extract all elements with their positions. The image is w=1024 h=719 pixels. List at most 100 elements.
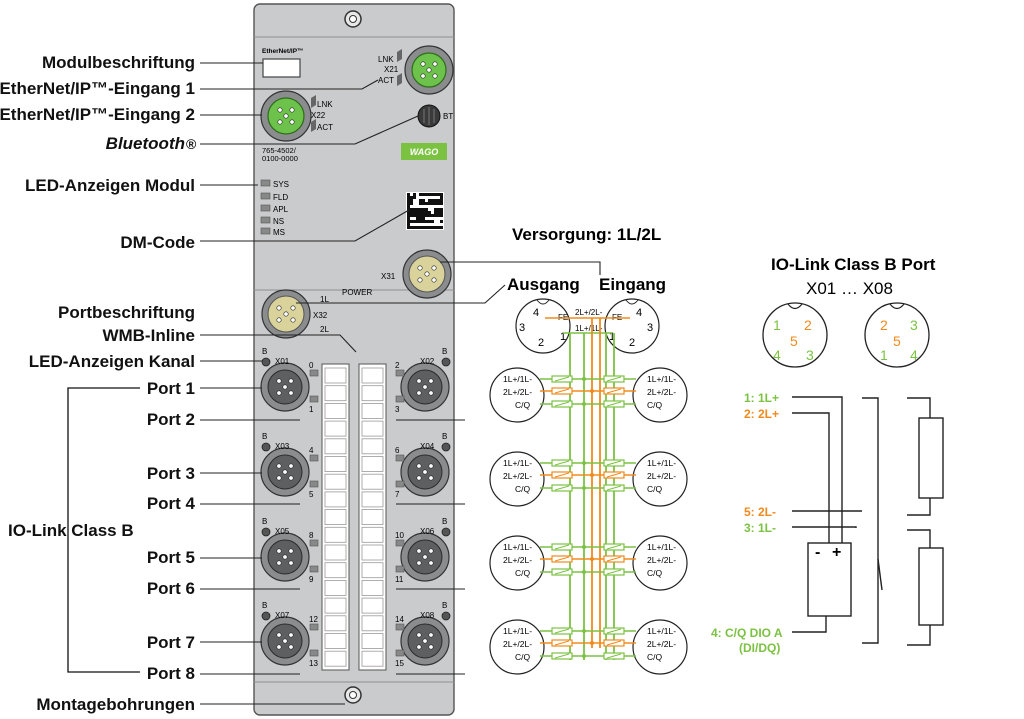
- x32-1l-label: 1L: [320, 295, 329, 304]
- svg-text:1: 1: [880, 347, 888, 363]
- port-label: X03: [275, 442, 290, 451]
- port-b-led: [441, 357, 451, 367]
- x32-label: X32: [313, 311, 328, 320]
- label-port1: Port 1: [147, 379, 195, 398]
- svg-text:2: 2L+: 2: 2L+: [744, 407, 779, 421]
- port-left-X01: [260, 362, 310, 412]
- channel-number: 6: [395, 446, 400, 455]
- circuit-label-cq: C/Q: [515, 652, 531, 662]
- port-socket-left: [489, 535, 545, 591]
- dm-code: [406, 192, 444, 230]
- channel-number: 9: [309, 575, 314, 584]
- x21-connector: [404, 45, 454, 95]
- led-apl: APL: [273, 205, 289, 214]
- circuit-label-2l: 2L+/2L-: [647, 639, 676, 649]
- module-leds: SYS FLD APL NS MS: [260, 179, 289, 237]
- circuit-label-1l: 1L+/1L-: [647, 374, 676, 384]
- circuit-label-cq: C/Q: [515, 484, 531, 494]
- label-port8: Port 8: [147, 664, 195, 683]
- port-socket-right: [632, 619, 688, 675]
- port-b-label: B: [442, 517, 447, 526]
- x22-lnk-label: LNK: [317, 100, 333, 109]
- leader-lines: [200, 62, 601, 705]
- svg-text:1: 1: [773, 317, 781, 333]
- module-label-slot: [262, 58, 301, 78]
- circuit-label-1l: 1L+/1L-: [503, 458, 532, 468]
- x22-act-label: ACT: [317, 123, 333, 132]
- circuit-label-2l: 2L+/2L-: [647, 387, 676, 397]
- channel-led: [309, 395, 319, 403]
- circuit-label-1l: 1L+/1L-: [647, 542, 676, 552]
- port-b-led: [261, 357, 271, 367]
- svg-text:3: 1L-: 3: 1L-: [744, 521, 776, 535]
- label-port3: Port 3: [147, 464, 195, 483]
- channel-led: [395, 369, 405, 377]
- port-circuits: 1L+/1L- 2L+/2L- C/Q 1L+/1L- 2L+/2L- C/Q 1L+/1L…: [489, 367, 688, 675]
- label-led-modul: LED-Anzeigen Modul: [25, 176, 195, 195]
- port-socket-left: [489, 367, 545, 423]
- port-b-label: B: [262, 432, 267, 441]
- port-label: X06: [420, 527, 435, 536]
- led-ms: MS: [273, 228, 285, 237]
- channel-number: 10: [395, 531, 404, 540]
- port-circuit-3: 1L+/1L-2L+/2L-C/Q1L+/1L-2L+/2L-C/Q: [489, 535, 688, 591]
- svg-text:3: 3: [647, 322, 653, 334]
- iolink-range: X01 … X08: [806, 279, 893, 298]
- power-label: POWER: [342, 288, 372, 297]
- x22-label: X22: [311, 111, 326, 120]
- label-port6: Port 6: [147, 579, 195, 598]
- port-b-label: B: [262, 347, 267, 356]
- svg-text:5: 2L-: 5: 2L-: [744, 505, 776, 519]
- svg-text:1: 1: [560, 331, 566, 343]
- x31-power-connector: [402, 249, 452, 299]
- label-ethernet-2: EtherNet/IP™-Eingang 2: [0, 105, 195, 124]
- circuit-label-2l: 2L+/2L-: [503, 639, 532, 649]
- svg-text:1L+/1L-: 1L+/1L-: [575, 324, 603, 333]
- svg-text:3: 3: [910, 317, 918, 333]
- channel-number: 14: [395, 615, 404, 624]
- port-b-led: [261, 611, 271, 621]
- iolink-load-2: [918, 547, 944, 626]
- svg-text:2: 2: [629, 337, 635, 349]
- label-ethernet-1: EtherNet/IP™-Eingang 1: [0, 79, 195, 98]
- channel-led: [309, 539, 319, 547]
- junction-dot: [582, 629, 586, 633]
- iolink-wiring: 1: 1L+ 2: 2L+ 5: 2L- 3: 1L- 4: C/Q DIO A…: [711, 391, 944, 655]
- x21-act-label: ACT: [378, 76, 394, 85]
- circuit-label-cq: C/Q: [647, 400, 663, 410]
- circuit-label-1l: 1L+/1L-: [647, 626, 676, 636]
- svg-text:4: 4: [533, 307, 539, 319]
- led-ns: NS: [273, 217, 284, 226]
- junction-dot: [582, 486, 586, 490]
- iolink-title: IO-Link Class B Port: [771, 255, 936, 274]
- channel-number: 8: [309, 531, 314, 540]
- svg-text:2: 2: [880, 317, 888, 333]
- port-b-label: B: [262, 601, 267, 610]
- supply-eingang: Eingang: [599, 275, 666, 294]
- circuit-label-1l: 1L+/1L-: [503, 374, 532, 384]
- svg-text:4: C/Q DIO A: 4: C/Q DIO A: [711, 626, 783, 640]
- port-right-X02: [400, 362, 450, 412]
- circuit-label-cq: C/Q: [515, 568, 531, 578]
- port-right-X08: [400, 616, 450, 666]
- svg-text:2L+/2L-: 2L+/2L-: [575, 308, 603, 317]
- wmb-marker-strips: [321, 363, 387, 671]
- port-label: X05: [275, 527, 290, 536]
- port-b-led: [261, 527, 271, 537]
- label-port2: Port 2: [147, 410, 195, 429]
- svg-text:5: 5: [893, 333, 901, 349]
- supply-ausgang: Ausgang: [507, 275, 580, 294]
- x21-label: X21: [384, 65, 399, 74]
- svg-text:4: 4: [773, 347, 781, 363]
- channel-led: [309, 565, 319, 573]
- channel-led: [309, 480, 319, 488]
- iolink-socket-right: [864, 302, 930, 368]
- svg-text:4: 4: [910, 347, 918, 363]
- port-socket-right: [632, 367, 688, 423]
- label-wmb-inline: WMB-Inline: [102, 326, 195, 345]
- x22-connector: [260, 90, 312, 142]
- circuit-label-2l: 2L+/2L-: [503, 471, 532, 481]
- port-label: X08: [420, 611, 435, 620]
- x32-power-connector: [261, 289, 311, 339]
